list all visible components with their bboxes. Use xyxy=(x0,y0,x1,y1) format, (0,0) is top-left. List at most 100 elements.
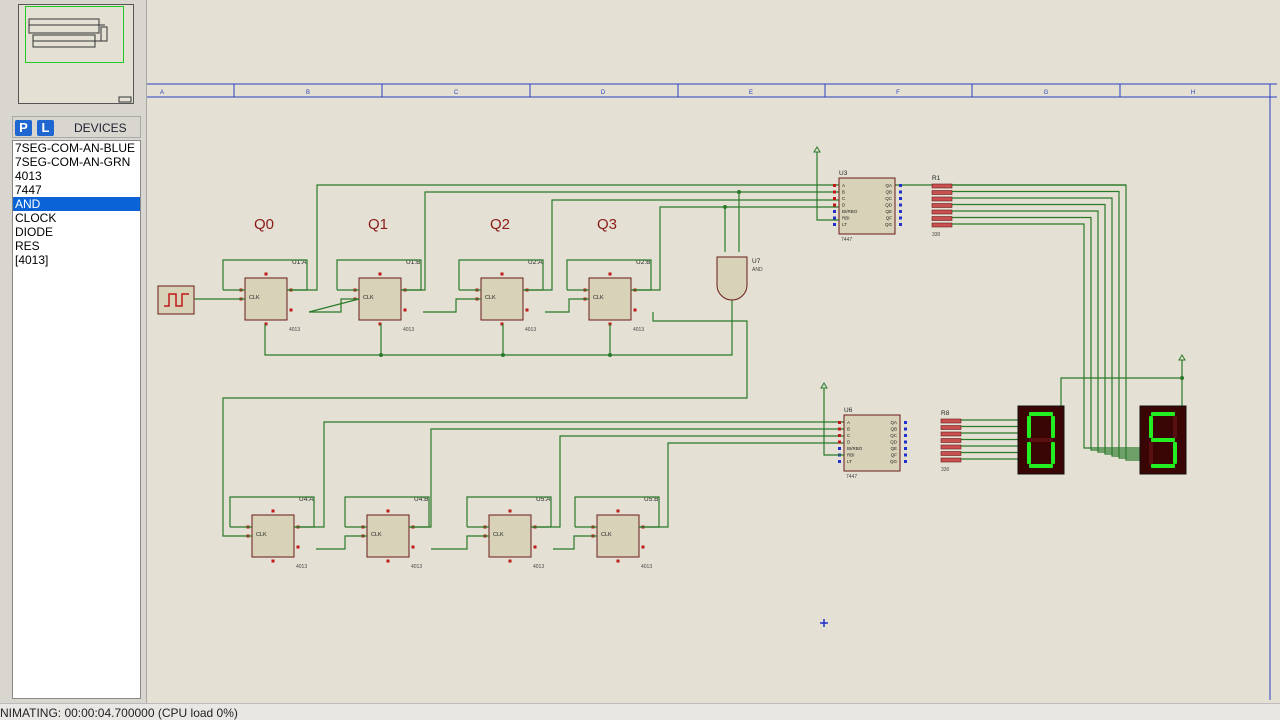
display-segment xyxy=(1029,412,1053,416)
decoder-pin-label: QF xyxy=(891,453,898,458)
grid-letter: E xyxy=(749,90,753,96)
overview-viewport[interactable] xyxy=(25,6,124,63)
decoder-pin-label: D xyxy=(847,440,851,445)
device-list-item[interactable]: 7SEG-COM-AN-BLUE xyxy=(15,141,136,155)
pin xyxy=(899,210,902,213)
wire xyxy=(531,435,844,528)
decoder-ref: U3 xyxy=(839,170,848,177)
wire xyxy=(287,184,1126,291)
device-list-item[interactable]: RES xyxy=(15,239,40,253)
pin xyxy=(833,216,836,220)
display-segment xyxy=(1149,442,1153,464)
pin xyxy=(899,223,902,226)
pin xyxy=(508,509,512,513)
resistor-top-element xyxy=(931,222,953,228)
device-list-item[interactable]: DIODE xyxy=(15,225,54,239)
decoder-part: 7447 xyxy=(846,474,857,480)
resistor-top-element xyxy=(931,209,953,215)
flipflop-ref: U1:A xyxy=(292,259,307,266)
resistor-top-element xyxy=(931,203,953,208)
device-list-item[interactable]: AND xyxy=(13,197,140,211)
status-bar: NIMATING: 00:00:04.700000 (CPU load 0%) xyxy=(0,703,1280,720)
device-list-item[interactable]: 4013 xyxy=(15,169,42,183)
flipflop-ref: U5:A xyxy=(536,496,551,503)
decoder-top xyxy=(838,177,896,235)
pin xyxy=(833,184,836,187)
decoder-pin-label: QF xyxy=(886,216,893,221)
device-list-item[interactable]: [4013] xyxy=(15,253,49,267)
decoder-pin-label: QG xyxy=(885,222,893,227)
pin xyxy=(838,434,841,437)
pin xyxy=(386,509,390,513)
wire xyxy=(952,210,1141,453)
decoder-pin-label: QE xyxy=(885,209,892,214)
flipflop-ref: U5:B xyxy=(644,496,658,503)
wire xyxy=(631,206,839,291)
wire xyxy=(823,415,844,456)
wire xyxy=(409,428,844,528)
pin xyxy=(833,190,836,194)
pin xyxy=(403,308,407,312)
pin xyxy=(904,427,907,431)
pin xyxy=(525,308,529,312)
wire xyxy=(952,203,1141,455)
pin xyxy=(616,559,620,563)
resistor-top-element xyxy=(931,196,953,202)
grid-letter: F xyxy=(896,90,900,96)
wire xyxy=(309,298,359,313)
decoder-pin-label: B xyxy=(847,427,850,432)
flipflop-ref: U2:B xyxy=(636,259,650,266)
flipflop-part: 4013 xyxy=(296,564,307,570)
decoder-pin-label: QG xyxy=(890,459,898,464)
pick-device-button[interactable]: P xyxy=(15,120,32,136)
flipflop-ref: U4:B xyxy=(414,496,428,503)
flipflop-bottom xyxy=(596,514,640,558)
junction-dot xyxy=(501,353,505,357)
flipflop-part: 4013 xyxy=(289,327,300,333)
decoder-pin-label: QA xyxy=(890,420,897,425)
pin xyxy=(904,447,907,450)
decoder-pin-label: RBI xyxy=(842,216,850,221)
resistor-top-element xyxy=(931,190,953,195)
grid-letter: A xyxy=(160,90,164,96)
grid-letter: H xyxy=(1191,90,1195,96)
decoder-ref: U6 xyxy=(844,407,853,414)
resistor-ref: R8 xyxy=(941,410,950,417)
decoder-bottom xyxy=(843,414,901,472)
wire xyxy=(952,190,1141,459)
pin xyxy=(641,545,645,549)
device-list-item[interactable]: 7SEG-COM-AN-GRN xyxy=(15,155,131,169)
wire xyxy=(952,216,1141,451)
wire xyxy=(639,442,844,528)
flipflop-label: Q3 xyxy=(597,216,617,233)
library-button[interactable]: L xyxy=(37,120,54,136)
display-segment xyxy=(1027,416,1031,438)
and-gate-part: AND xyxy=(752,267,763,273)
pin xyxy=(899,184,902,187)
pin xyxy=(838,447,841,450)
device-list-item[interactable]: 7447 xyxy=(15,183,42,197)
device-list-item[interactable]: CLOCK xyxy=(15,211,57,225)
flipflop-part: 4013 xyxy=(641,564,652,570)
wire xyxy=(222,312,748,537)
overview-window[interactable] xyxy=(18,4,134,104)
flipflop-part: 4013 xyxy=(411,564,422,570)
flipflop-label: Q2 xyxy=(490,216,510,233)
pin xyxy=(899,216,902,220)
flipflop-clk: CLK xyxy=(363,295,374,301)
wire xyxy=(316,535,367,550)
display-segment xyxy=(1027,442,1031,464)
pin xyxy=(271,509,275,513)
display-segment xyxy=(1151,412,1175,416)
decoder-pin-label: QD xyxy=(885,203,893,208)
flipflop-clk: CLK xyxy=(256,532,267,538)
power-terminal xyxy=(820,382,828,389)
and-gate-ref: U7 xyxy=(752,258,761,265)
pin xyxy=(378,322,382,326)
pin xyxy=(833,203,836,207)
junction-dot xyxy=(608,353,612,357)
